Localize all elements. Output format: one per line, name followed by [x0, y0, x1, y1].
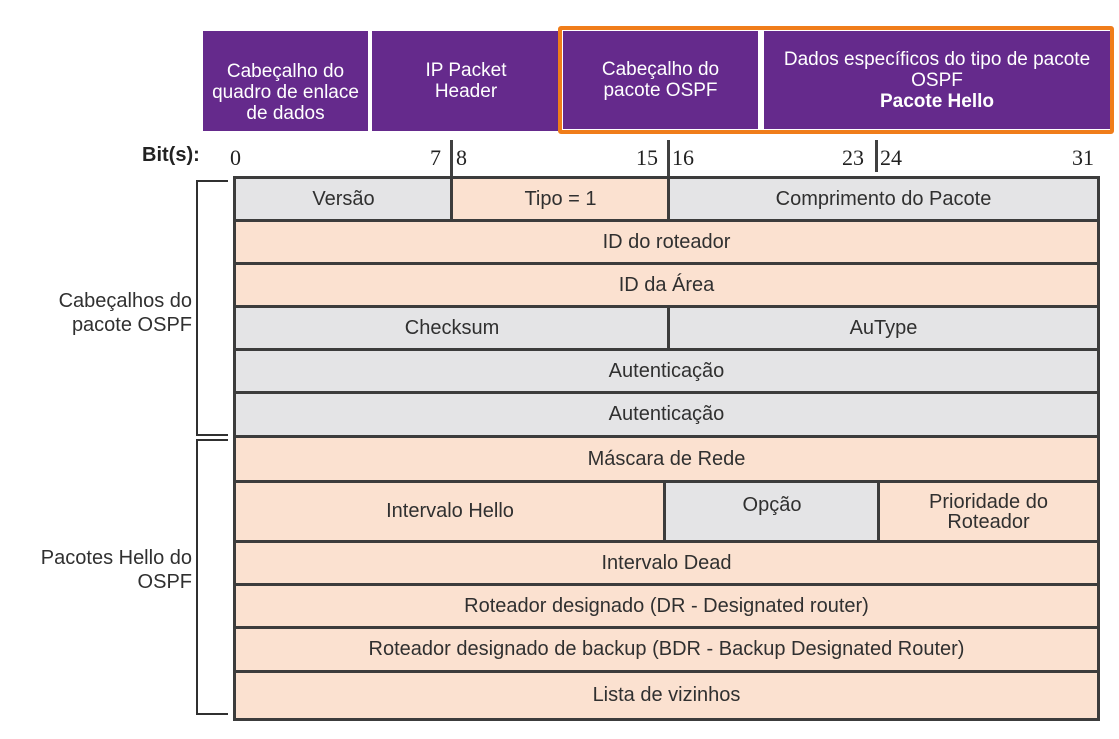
row-divider	[233, 583, 1100, 586]
ospf-headers-bracket	[196, 180, 228, 436]
field-option: Opção	[666, 483, 878, 540]
bit-8: 8	[456, 145, 467, 170]
field-authentication-1-label: Autenticação	[608, 359, 725, 382]
field-type-label: Tipo = 1	[524, 187, 597, 210]
field-packet-length-label: Comprimento do Pacote	[775, 187, 992, 210]
row-divider	[233, 435, 1100, 438]
column-divider	[667, 176, 670, 219]
row-divider	[233, 540, 1100, 543]
field-checksum-label: Checksum	[404, 316, 500, 339]
ip-header-segment: IP Packet Header	[372, 31, 560, 131]
field-designated-router-label: Roteador designado (DR - Designated rout…	[464, 594, 869, 617]
hello-packets-group-label: Pacotes Hello do OSPF	[40, 547, 192, 593]
bit-divider-16	[667, 140, 670, 178]
highlight-frame	[558, 26, 1114, 134]
field-checksum: Checksum	[236, 308, 668, 348]
bit-divider-8	[450, 140, 453, 178]
field-designated-router: Roteador designado (DR - Designated rout…	[236, 586, 1097, 626]
column-divider	[667, 305, 670, 348]
row-divider	[233, 626, 1100, 629]
field-router-priority-label: Prioridade do Roteador	[929, 490, 1048, 533]
hello-packet-label: Pacote Hello	[879, 90, 995, 112]
column-divider	[450, 176, 453, 219]
field-authentication-2: Autenticação	[236, 394, 1097, 435]
column-divider	[877, 480, 880, 540]
field-hello-interval-label: Intervalo Hello	[386, 500, 514, 522]
bit-7: 7	[430, 145, 441, 170]
field-autype-label: AuType	[849, 316, 918, 339]
bit-31: 31	[1072, 145, 1094, 170]
field-version-label: Versão	[312, 187, 375, 210]
ospf-data-label: Dados específicos do tipo de pacote OSPF	[783, 48, 1091, 91]
bit-0: 0	[230, 145, 241, 170]
bits-label: Bit(s):	[142, 144, 200, 166]
field-version: Versão	[236, 179, 451, 219]
field-network-mask: Máscara de Rede	[236, 438, 1097, 480]
row-divider	[233, 480, 1100, 483]
ospf-headers-group-label: Cabeçalhos do pacote OSPF	[58, 290, 192, 336]
row-divider	[233, 219, 1100, 222]
bit-23: 23	[842, 145, 864, 170]
field-network-mask-label: Máscara de Rede	[587, 447, 746, 470]
row-divider	[233, 305, 1100, 308]
frame-header-label: Cabeçalho do quadro de enlace de dados	[212, 60, 359, 124]
hello-packets-bracket	[196, 439, 228, 715]
field-autype: AuType	[670, 308, 1097, 348]
field-packet-length: Comprimento do Pacote	[670, 179, 1097, 219]
field-area-id-label: ID da Área	[618, 273, 715, 296]
field-type: Tipo = 1	[453, 179, 668, 219]
row-divider	[233, 670, 1100, 673]
row-divider	[233, 348, 1100, 351]
field-router-priority: Prioridade do Roteador	[880, 483, 1097, 540]
field-hello-interval: Intervalo Hello	[236, 483, 664, 540]
ospf-header-segment: Cabeçalho do pacote OSPF	[563, 31, 758, 129]
field-dead-interval: Intervalo Dead	[236, 543, 1097, 583]
field-neighbor-list: Lista de vizinhos	[236, 673, 1097, 718]
column-divider	[663, 480, 666, 540]
row-divider	[233, 262, 1100, 265]
field-router-id-label: ID do roteador	[602, 230, 731, 253]
field-neighbor-list-label: Lista de vizinhos	[592, 684, 741, 706]
bit-divider-24	[875, 140, 878, 172]
field-authentication-1: Autenticação	[236, 351, 1097, 391]
bit-15: 15	[636, 145, 658, 170]
field-dead-interval-label: Intervalo Dead	[601, 551, 732, 574]
field-area-id: ID da Área	[236, 265, 1097, 305]
field-backup-designated-router-label: Roteador designado de backup (BDR - Back…	[368, 638, 965, 660]
ip-header-label: IP Packet Header	[425, 60, 507, 102]
ospf-header-label: Cabeçalho do pacote OSPF	[601, 59, 720, 101]
bit-16: 16	[672, 145, 694, 170]
ospf-data-segment: Dados específicos do tipo de pacote OSPF…	[764, 31, 1110, 129]
field-authentication-2-label: Autenticação	[608, 403, 725, 425]
row-divider	[233, 391, 1100, 394]
bit-24: 24	[880, 145, 902, 170]
field-router-id: ID do roteador	[236, 222, 1097, 262]
field-backup-designated-router: Roteador designado de backup (BDR - Back…	[236, 629, 1097, 670]
field-option-label: Opção	[742, 494, 802, 516]
frame-header-segment: Cabeçalho do quadro de enlace de dados	[203, 31, 368, 131]
